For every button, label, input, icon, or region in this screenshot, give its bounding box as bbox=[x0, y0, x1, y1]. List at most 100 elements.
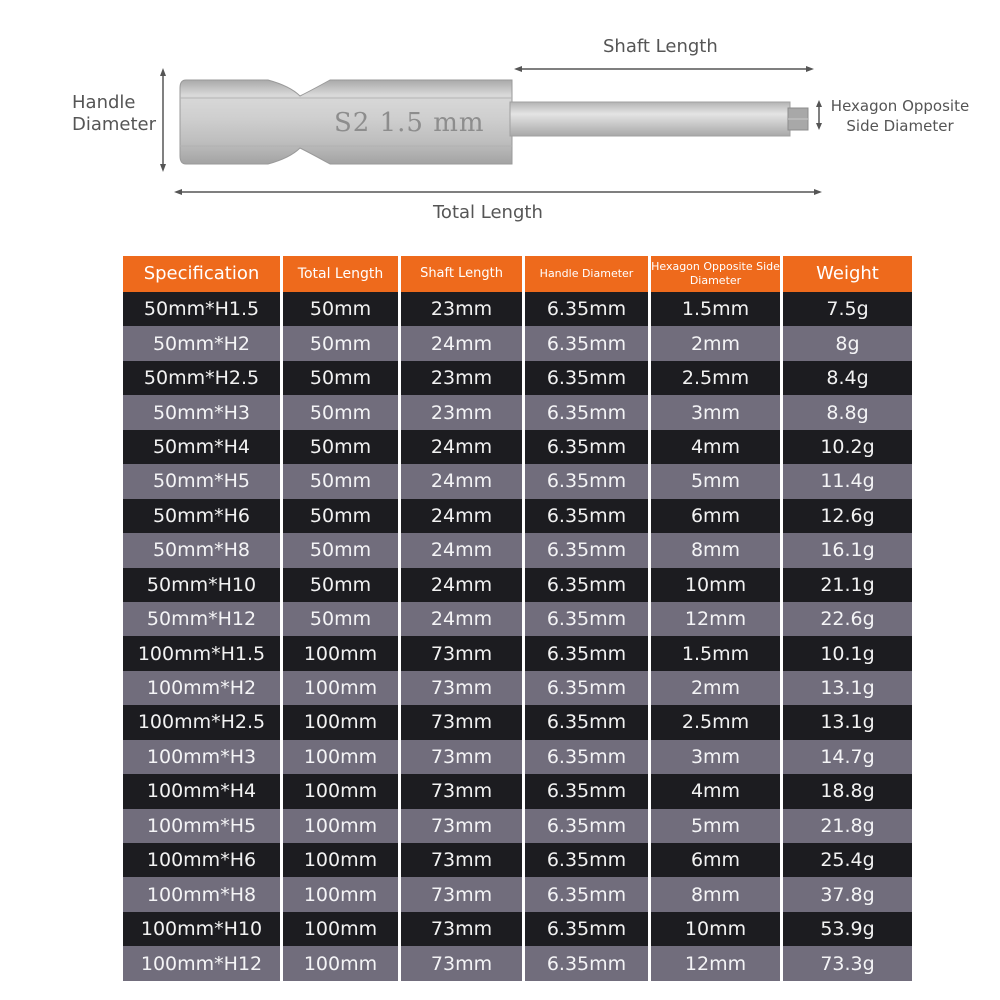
cell-specification: 100mm*H2 bbox=[120, 670, 283, 706]
cell-handle-diameter: 6.35mm bbox=[522, 601, 651, 637]
cell-shaft-length: 73mm bbox=[398, 946, 525, 981]
cell-shaft-length: 73mm bbox=[398, 670, 525, 706]
cell-shaft-length: 24mm bbox=[398, 533, 525, 568]
cell-specification: 50mm*H3 bbox=[120, 395, 283, 430]
cell-specification: 100mm*H2.5 bbox=[120, 705, 283, 740]
handle-diameter-label-line1: Handle bbox=[72, 92, 136, 113]
cell-total-length: 100mm bbox=[280, 946, 401, 981]
cell-weight: 14.7g bbox=[780, 739, 915, 775]
header-handle-diameter: Handle Diameter bbox=[522, 256, 651, 292]
cell-weight: 13.1g bbox=[780, 670, 915, 706]
cell-specification: 50mm*H5 bbox=[120, 464, 283, 499]
cell-specification: 100mm*H4 bbox=[120, 774, 283, 809]
cell-specification: 50mm*H10 bbox=[120, 567, 283, 602]
cell-total-length: 50mm bbox=[280, 292, 401, 327]
cell-shaft-length: 23mm bbox=[398, 292, 525, 327]
cell-shaft-length: 73mm bbox=[398, 774, 525, 809]
cell-shaft-length: 23mm bbox=[398, 395, 525, 430]
cell-shaft-length: 24mm bbox=[398, 429, 525, 465]
header-shaft-length: Shaft Length bbox=[398, 256, 525, 292]
cell-shaft-length: 73mm bbox=[398, 843, 525, 878]
cell-total-length: 100mm bbox=[280, 636, 401, 671]
cell-weight: 16.1g bbox=[780, 533, 915, 568]
cell-specification: 100mm*H12 bbox=[120, 946, 283, 981]
cell-hex-diameter: 3mm bbox=[648, 739, 783, 775]
cell-total-length: 100mm bbox=[280, 774, 401, 809]
cell-total-length: 50mm bbox=[280, 533, 401, 568]
cell-shaft-length: 24mm bbox=[398, 601, 525, 637]
cell-handle-diameter: 6.35mm bbox=[522, 843, 651, 878]
cell-specification: 50mm*H2.5 bbox=[120, 360, 283, 396]
cell-hex-diameter: 10mm bbox=[648, 911, 783, 947]
handle-diameter-arrow bbox=[160, 68, 166, 172]
cell-shaft-length: 23mm bbox=[398, 360, 525, 396]
total-length-label: Total Length bbox=[433, 202, 543, 223]
cell-handle-diameter: 6.35mm bbox=[522, 464, 651, 499]
cell-handle-diameter: 6.35mm bbox=[522, 429, 651, 465]
cell-handle-diameter: 6.35mm bbox=[522, 326, 651, 361]
header-total-length: Total Length bbox=[280, 256, 401, 292]
cell-weight: 73.3g bbox=[780, 946, 915, 981]
cell-total-length: 100mm bbox=[280, 739, 401, 775]
cell-specification: 100mm*H8 bbox=[120, 877, 283, 912]
cell-total-length: 50mm bbox=[280, 360, 401, 396]
cell-shaft-length: 73mm bbox=[398, 877, 525, 912]
cell-hex-diameter: 1.5mm bbox=[648, 636, 783, 671]
cell-total-length: 100mm bbox=[280, 670, 401, 706]
cell-weight: 25.4g bbox=[780, 843, 915, 878]
cell-specification: 50mm*H4 bbox=[120, 429, 283, 465]
header-weight: Weight bbox=[780, 256, 915, 292]
hex-diameter-label: Hexagon Opposite Side Diameter bbox=[826, 96, 974, 136]
cell-total-length: 50mm bbox=[280, 429, 401, 465]
cell-handle-diameter: 6.35mm bbox=[522, 360, 651, 396]
cell-weight: 22.6g bbox=[780, 601, 915, 637]
cell-weight: 21.1g bbox=[780, 567, 915, 602]
cell-specification: 100mm*H1.5 bbox=[120, 636, 283, 671]
shaft-length-arrow bbox=[514, 66, 814, 72]
cell-shaft-length: 73mm bbox=[398, 636, 525, 671]
cell-handle-diameter: 6.35mm bbox=[522, 705, 651, 740]
cell-weight: 8.4g bbox=[780, 360, 915, 396]
cell-handle-diameter: 6.35mm bbox=[522, 877, 651, 912]
handle-diameter-label: Handle Diameter bbox=[72, 92, 156, 136]
cell-hex-diameter: 4mm bbox=[648, 429, 783, 465]
cell-weight: 8g bbox=[780, 326, 915, 361]
cell-hex-diameter: 8mm bbox=[648, 877, 783, 912]
cell-total-length: 100mm bbox=[280, 808, 401, 843]
cell-hex-diameter: 1.5mm bbox=[648, 292, 783, 327]
cell-weight: 11.4g bbox=[780, 464, 915, 499]
bit-illustration bbox=[160, 66, 822, 195]
bit-diagram: S2 1.5 mm Shaft Length Handle Diameter H… bbox=[0, 0, 1000, 240]
cell-total-length: 100mm bbox=[280, 843, 401, 878]
cell-total-length: 50mm bbox=[280, 601, 401, 637]
cell-handle-diameter: 6.35mm bbox=[522, 395, 651, 430]
cell-handle-diameter: 6.35mm bbox=[522, 808, 651, 843]
cell-shaft-length: 73mm bbox=[398, 808, 525, 843]
cell-handle-diameter: 6.35mm bbox=[522, 292, 651, 327]
cell-shaft-length: 24mm bbox=[398, 567, 525, 602]
cell-specification: 50mm*H2 bbox=[120, 326, 283, 361]
header-hex-diameter: Hexagon Opposite Side Diameter bbox=[648, 256, 783, 292]
cell-weight: 8.8g bbox=[780, 395, 915, 430]
cell-hex-diameter: 3mm bbox=[648, 395, 783, 430]
spec-table: Specification Total Length Shaft Length … bbox=[120, 256, 915, 981]
cell-shaft-length: 73mm bbox=[398, 911, 525, 947]
cell-handle-diameter: 6.35mm bbox=[522, 774, 651, 809]
cell-total-length: 100mm bbox=[280, 705, 401, 740]
cell-hex-diameter: 12mm bbox=[648, 946, 783, 981]
bit-body bbox=[179, 79, 809, 165]
cell-total-length: 50mm bbox=[280, 567, 401, 602]
bit-engraving: S2 1.5 mm bbox=[334, 108, 485, 138]
